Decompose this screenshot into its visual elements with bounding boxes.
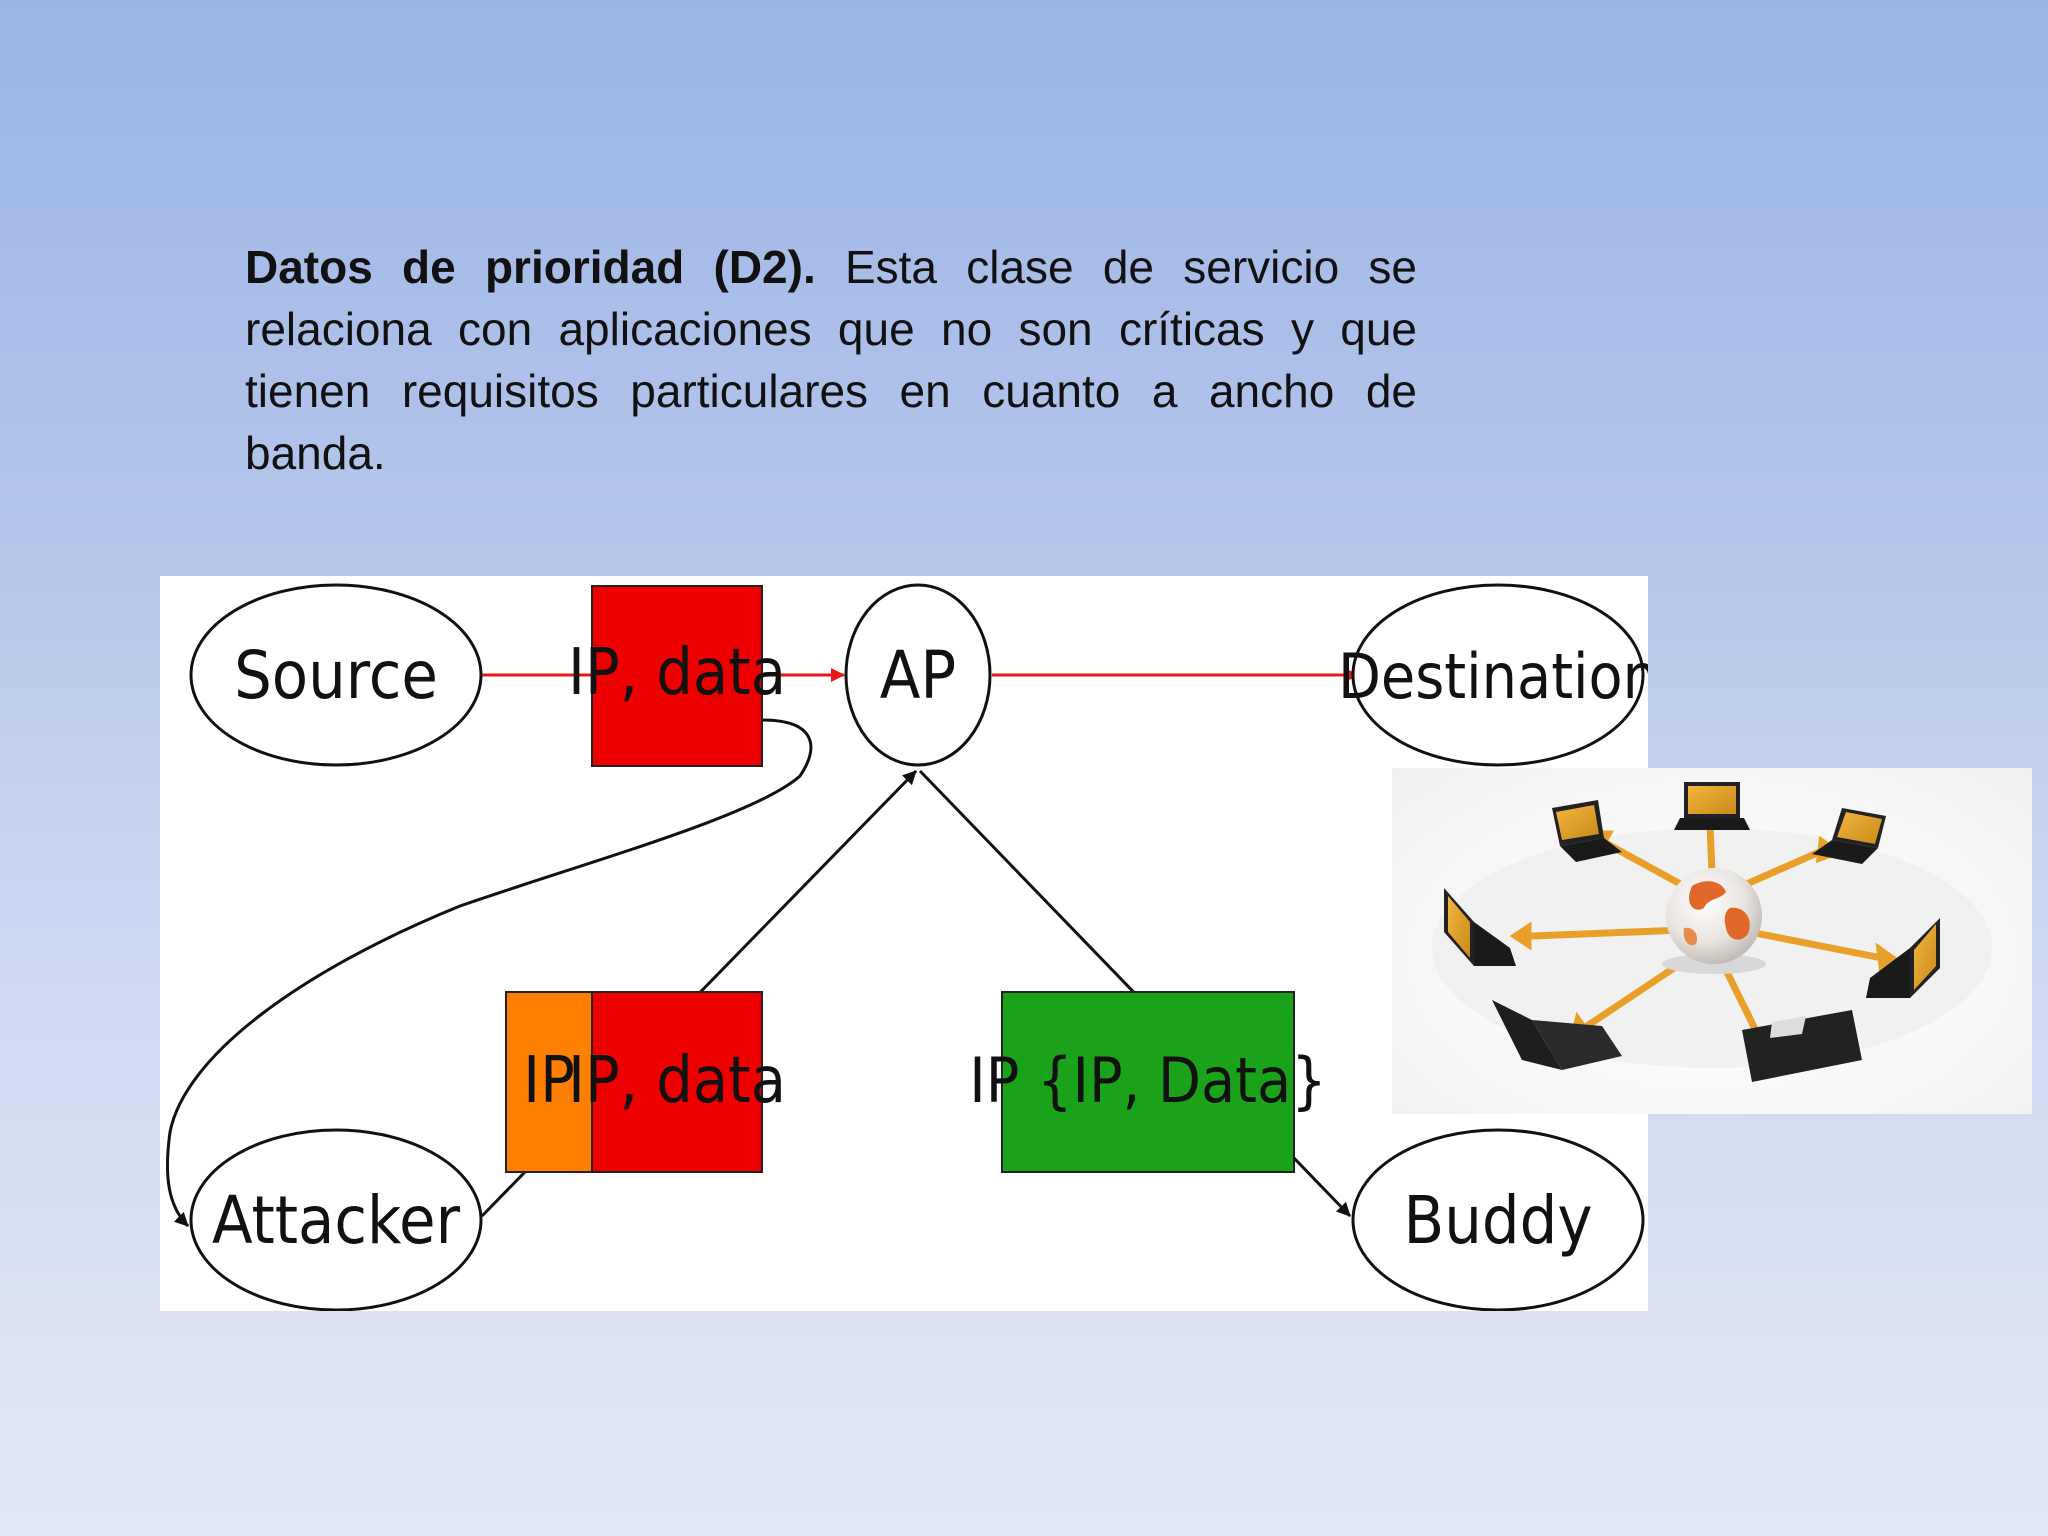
packet-attacker-header: [505, 991, 593, 1173]
node-buddy: [1351, 1128, 1645, 1311]
packet-attacker-header-label: IP: [523, 1044, 575, 1118]
node-ap-label: AP: [880, 637, 956, 714]
node-source-label: Source: [234, 637, 438, 714]
network-diagram: IP, data IP IP, data IP {IP, Data} Sourc…: [160, 576, 1648, 1311]
slide-heading: Datos de prioridad (D2).: [245, 241, 816, 293]
globe-icon: [1662, 868, 1766, 974]
packet-buddy-label: IP {IP, Data}: [969, 1044, 1326, 1117]
node-attacker-label: Attacker: [212, 1182, 461, 1259]
slide-body: Esta clase de servicio se relaciona con …: [245, 241, 1417, 479]
node-ap: [844, 583, 992, 767]
node-attacker: [189, 1128, 483, 1311]
diagram-svg: IP, data IP IP, data IP {IP, Data} Sourc…: [165, 583, 1648, 1311]
packet-buddy: [1001, 991, 1295, 1173]
node-buddy-label: Buddy: [1404, 1182, 1593, 1259]
packet-attacker-data-label: IP, data: [568, 1044, 786, 1118]
node-destination-label: Destination: [1338, 640, 1648, 713]
slide-text: Datos de prioridad (D2). Esta clase de s…: [245, 236, 1417, 484]
network-photo-svg: [1432, 782, 1992, 1082]
packet-attacker-data: [591, 991, 763, 1173]
packet-top: [591, 585, 763, 767]
packet-top-label: IP, data: [568, 636, 786, 710]
link-intercept-curve: [165, 718, 813, 1228]
node-destination: [1351, 583, 1645, 767]
network-photo: [1392, 768, 2032, 1114]
laptop-icon: [1444, 782, 1940, 1082]
node-source: [189, 583, 483, 767]
